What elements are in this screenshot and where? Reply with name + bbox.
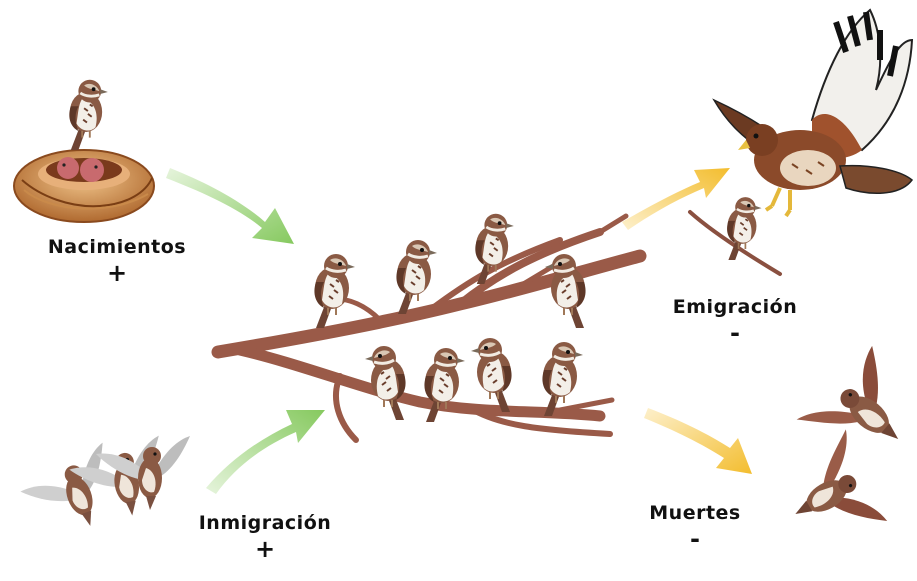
sparrow-icon bbox=[543, 252, 588, 330]
label-emigration-text: Emigración bbox=[672, 296, 798, 318]
sparrow-icon bbox=[67, 78, 110, 152]
label-births: Nacimientos + bbox=[22, 236, 212, 288]
label-immigration: Inmigración + bbox=[160, 512, 370, 564]
label-deaths-text: Muertes bbox=[649, 502, 741, 524]
inflow-arrow-immigration bbox=[206, 410, 325, 494]
flying-sparrow-icon bbox=[796, 339, 917, 478]
hawk-icon bbox=[712, 8, 914, 218]
flying-sparrow-icon bbox=[771, 429, 896, 560]
label-emigration: Emigración - bbox=[650, 296, 820, 348]
outflow-arrow-emigration bbox=[622, 168, 730, 230]
label-births-sign: + bbox=[106, 259, 128, 287]
label-deaths: Muertes - bbox=[620, 502, 770, 554]
label-births-text: Nacimientos bbox=[47, 236, 187, 258]
label-deaths-sign: - bbox=[690, 525, 700, 553]
label-immigration-sign: + bbox=[254, 535, 276, 563]
label-immigration-text: Inmigración bbox=[198, 512, 332, 534]
label-emigration-sign: - bbox=[730, 319, 740, 347]
sparrow-icon bbox=[394, 238, 439, 316]
sparrow-icon bbox=[469, 336, 514, 414]
inflow-arrow-births bbox=[166, 168, 294, 244]
sparrow-icon bbox=[312, 252, 357, 330]
outflow-arrow-deaths bbox=[644, 408, 752, 474]
tree-branches bbox=[211, 210, 782, 443]
nest-icon bbox=[13, 149, 155, 223]
